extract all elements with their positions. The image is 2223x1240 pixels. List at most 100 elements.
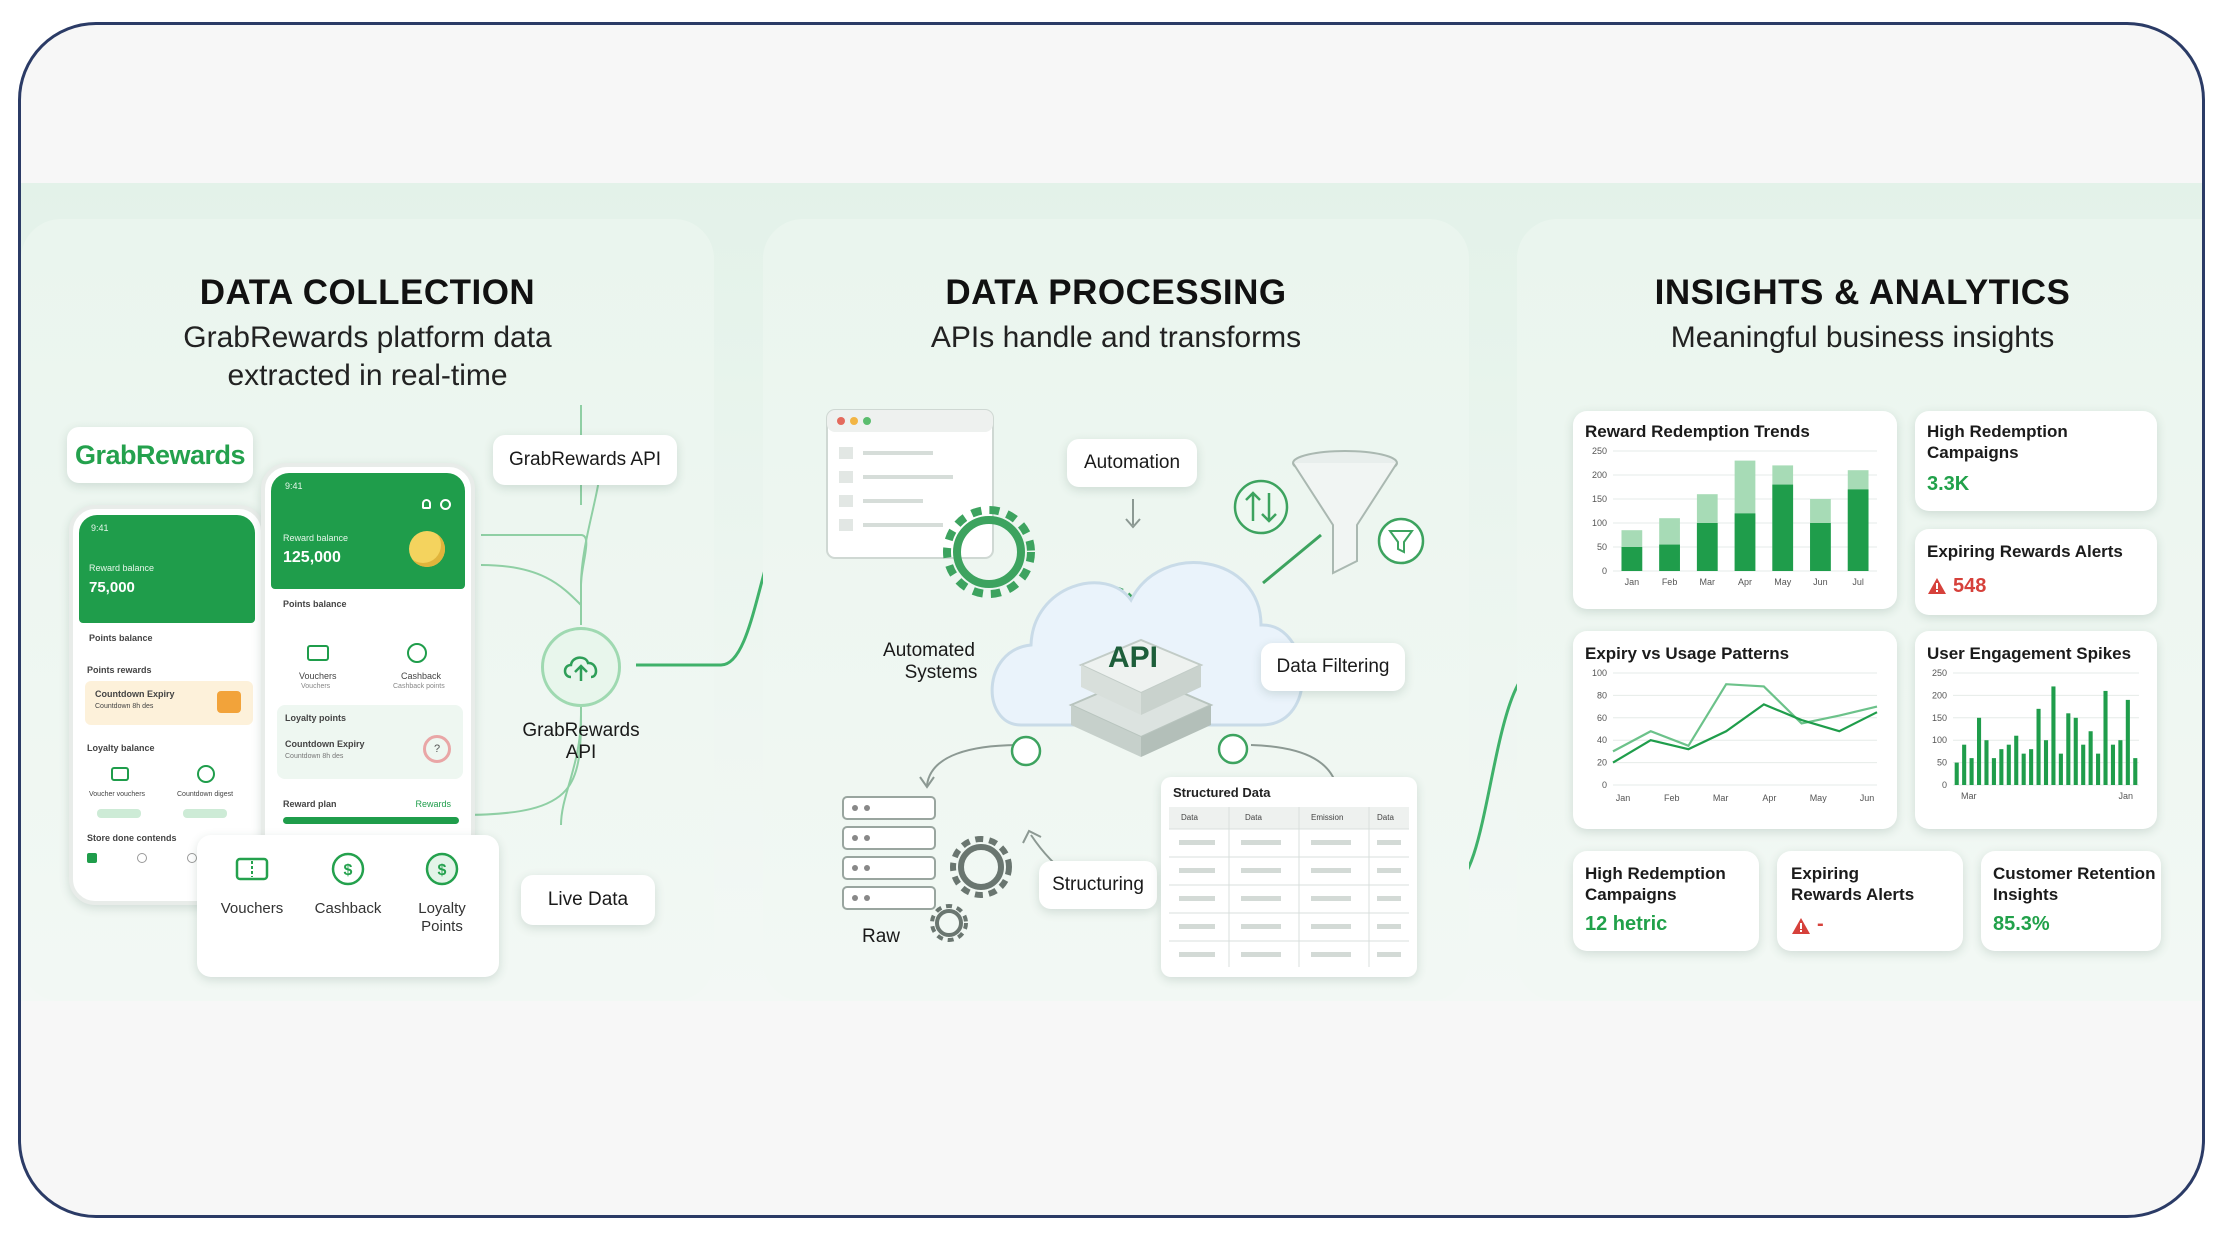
spike-bar [2058, 753, 2063, 785]
features-card: Vouchers $ Cashback $ Loyalty Points [197, 835, 499, 977]
x-tick-label: May [1774, 577, 1792, 587]
spike-bar [1962, 744, 1967, 785]
spike-bar [2125, 699, 2130, 785]
phone-row: Cashback [401, 671, 442, 681]
phone-balance: 75,000 [89, 579, 135, 596]
bottom-kpi-customer-retention: Customer Retention Insights 85.3% [1981, 851, 2161, 951]
table-col-header: Data [1377, 813, 1394, 822]
card-title-line2: Campaigns [1927, 443, 2019, 462]
spike-bar [2006, 744, 2011, 785]
phone-loyalty-block: Loyalty points Countdown Expiry Countdow… [277, 705, 463, 779]
y-tick-label: 250 [1592, 446, 1607, 456]
kpi-value: 3.3K [1927, 473, 1970, 495]
phone-row: Rewards [415, 799, 451, 809]
expiring-rewards-alerts-card: Expiring Rewards Alerts 548 [1915, 529, 2157, 615]
phone-row: Countdown 8h des [95, 703, 154, 710]
x-tick-label: Jan [2118, 791, 2133, 801]
gear-icon [950, 836, 1012, 898]
phone-row: Points rewards [87, 665, 152, 675]
feature-label: Loyalty Points [418, 900, 466, 935]
automation-tag: Automation [1067, 439, 1197, 487]
x-tick-label: Feb [1662, 577, 1678, 587]
card-title-line2: Rewards Alerts [1791, 885, 1915, 904]
card-title-line1: Expiring [1791, 864, 1860, 883]
card-title-line2: Insights [1993, 885, 2059, 904]
x-tick-label: Mar [1961, 791, 1977, 801]
phone-row: Vouchers [299, 671, 337, 681]
x-tick-label: Jan [1616, 793, 1631, 803]
x-tick-label: Apr [1738, 577, 1752, 587]
y-tick-label: 100 [1592, 518, 1607, 528]
spike-bar [2088, 731, 2093, 785]
spike-bar [1969, 758, 1974, 785]
bar-redeemed [1696, 523, 1718, 571]
home-icon [87, 853, 97, 863]
spike-bar [2029, 749, 2034, 785]
kpi-value: - [1817, 913, 1824, 935]
phone-row: Store done contends [87, 833, 177, 843]
phone-row: Voucher vouchers [89, 791, 146, 798]
y-tick-label: 20 [1597, 758, 1607, 768]
y-tick-label: 0 [1942, 780, 1947, 790]
processing-diagram: API [826, 409, 1425, 942]
phone-row: Vouchers [301, 683, 331, 690]
card-title: Expiry vs Usage Patterns [1585, 644, 1790, 663]
gear-icon [943, 506, 1035, 598]
structured-data-table: Structured Data Data Data Emission Data [1161, 777, 1417, 977]
feature-vouchers: Vouchers [207, 849, 297, 917]
card-title-line2: Campaigns [1585, 885, 1677, 904]
bar-redeemed [1810, 523, 1831, 571]
spike-bar [1976, 717, 1982, 785]
coin-icon [409, 531, 445, 567]
filter-icon [1377, 517, 1425, 565]
feature-label: Cashback [314, 900, 382, 917]
kpi-value: 548 [1953, 575, 1987, 597]
x-tick-label: Jun [1860, 793, 1875, 803]
grabrewards-logo: GrabRewards [74, 440, 246, 470]
card-title: User Engagement Spikes [1927, 644, 2132, 663]
panel-subtitle-line2: extracted in real-time [227, 359, 508, 392]
bar-redeemed [1847, 489, 1869, 571]
bottom-kpi-high-redemption: High Redemption Campaigns 12 hetric [1573, 851, 1759, 951]
svg-text:$: $ [344, 862, 353, 879]
y-tick-label: 50 [1597, 542, 1607, 552]
y-tick-label: 250 [1932, 668, 1947, 678]
structuring-tag: Structuring [1039, 861, 1157, 909]
api-label: API [1108, 641, 1158, 674]
table-title: Structured Data [1173, 785, 1271, 800]
sort-arrows-icon [1233, 479, 1289, 535]
loyalty-points-icon: $ [425, 852, 459, 886]
y-tick-label: 0 [1602, 566, 1607, 576]
bottom-kpi-expiring: Expiring Rewards Alerts - [1777, 851, 1963, 951]
diagram-frame: DATA COLLECTION GrabRewards platform dat… [18, 22, 2205, 1218]
gear-icon [930, 904, 968, 942]
table-col-header: Data [1181, 813, 1198, 822]
phone-row: Countdown digest [177, 791, 234, 798]
spike-bar [1999, 749, 2004, 785]
bell-icon [422, 499, 431, 509]
phone-row: Points balance [89, 633, 153, 643]
phone-header: 9:41 Reward balance 125,000 [271, 473, 465, 589]
spike-bar [2036, 708, 2041, 785]
phone-time: 9:41 [285, 481, 303, 491]
table-col-header: Data [1245, 813, 1262, 822]
spike-bar [2051, 686, 2056, 785]
cashback-icon [407, 643, 427, 663]
spike-bar [2081, 744, 2086, 785]
phone-balance: 125,000 [283, 549, 341, 566]
grabrewards-logo-card: GrabRewards [67, 427, 253, 483]
spike-bar [2103, 690, 2108, 785]
x-tick-label: Feb [1664, 793, 1680, 803]
phone-row: Countdown Expiry [95, 689, 175, 699]
cashback-icon: $ [331, 852, 365, 886]
phone-chip [183, 809, 227, 818]
panel-subtitle-line1: GrabRewards platform data [183, 321, 552, 354]
phone-chip [97, 809, 141, 818]
x-tick-label: Jun [1813, 577, 1828, 587]
cashback-icon [197, 765, 215, 783]
api-hub [541, 627, 621, 707]
spike-bar [1954, 762, 1959, 785]
